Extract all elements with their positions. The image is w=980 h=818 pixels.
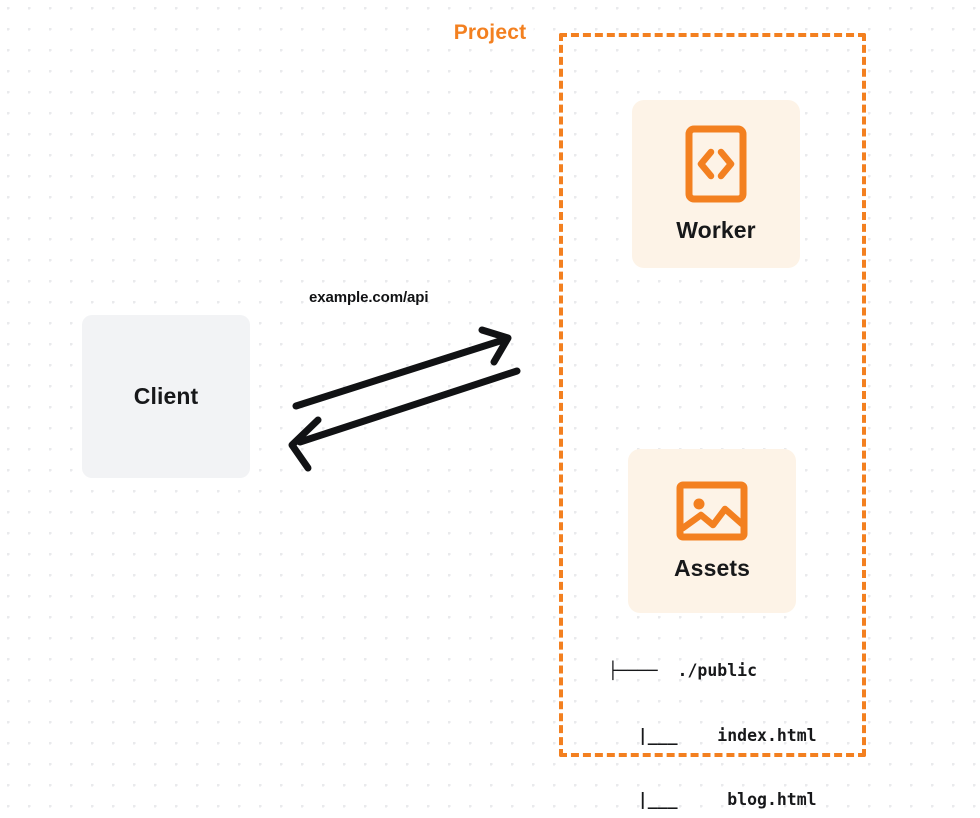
connection-label: example.com/api	[309, 289, 429, 306]
assets-node[interactable]: Assets	[628, 449, 796, 613]
file-tree-row: |___ blog.html	[608, 790, 817, 809]
file-tree-row: |___ index.html	[608, 725, 817, 745]
arrow-left-icon	[288, 367, 521, 472]
assets-label: Assets	[673, 554, 751, 581]
arrow-right-icon	[292, 326, 512, 410]
file-tree-row: ├──── ./public	[608, 661, 758, 680]
worker-label: Worker	[676, 216, 756, 243]
code-brackets-icon	[685, 125, 747, 202]
file-tree: ├──── ./public |___ index.html |___ blog…	[608, 617, 817, 818]
image-picture-icon	[676, 481, 748, 540]
worker-node[interactable]: Worker	[632, 100, 800, 268]
project-boundary	[559, 33, 866, 757]
project-title: Project	[446, 21, 534, 45]
client-label: Client	[133, 383, 199, 409]
client-node[interactable]: Client	[82, 315, 250, 478]
